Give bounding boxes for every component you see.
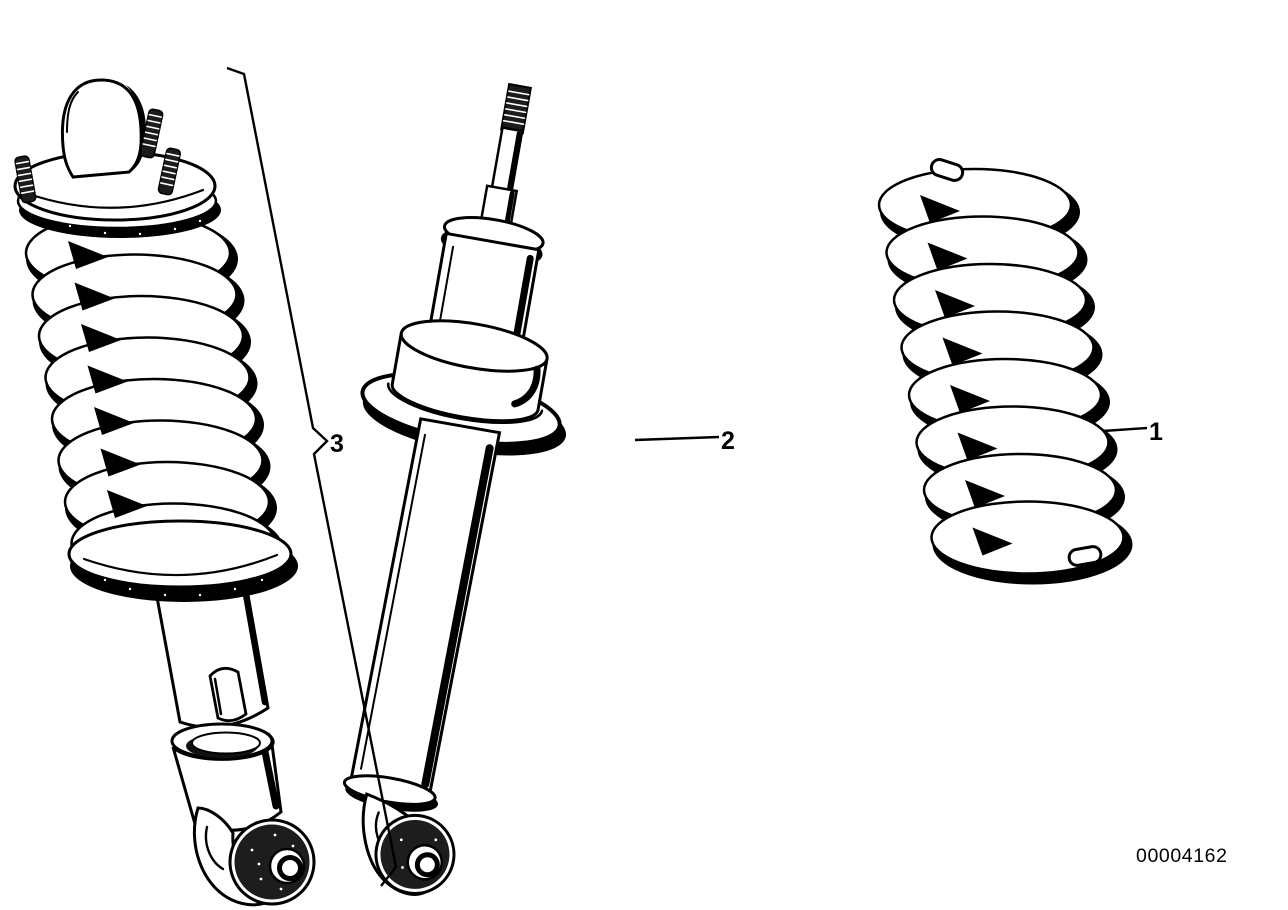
spring-strut-assembly: [13, 78, 316, 907]
spring-wire-end-top: [929, 158, 965, 182]
strut-upper-mount: [13, 78, 221, 238]
mount-stud-rear: [139, 108, 164, 159]
strut-eye-bushing: [193, 806, 316, 907]
mount-dome-buffer: [60, 78, 143, 179]
mount-stud-left: [14, 155, 37, 204]
strut-coil-spring: [24, 211, 284, 595]
shock-eye-bushing: [361, 792, 456, 896]
strut-damper-body: [150, 560, 270, 729]
callout-label-1[interactable]: 1: [1149, 418, 1163, 446]
callout-2-leader: [634, 435, 720, 442]
coil-shadow-wedges: [68, 241, 154, 560]
callout-3-bracket: [226, 66, 398, 887]
strut-lower-sleeve: [170, 722, 283, 832]
shock-absorber: [342, 82, 567, 896]
bushing-stipple-highlights: [250, 833, 295, 891]
callouts: 3 2 1: [226, 66, 1163, 887]
diagram-document-number: 00004162: [1136, 845, 1228, 867]
piston-rod-threaded-tip: [500, 82, 532, 135]
callout-label-2[interactable]: 2: [721, 427, 735, 455]
coil-spring: [877, 158, 1133, 585]
reservoir-drum: [387, 319, 549, 424]
damper-tube: [342, 417, 502, 812]
callout-label-3[interactable]: 3: [330, 430, 344, 458]
spring-wire-end-bottom: [1067, 545, 1103, 567]
strut-lower-spring-plate: [67, 519, 298, 602]
mount-stud-right: [157, 147, 182, 196]
callout-1-leader: [1102, 426, 1148, 433]
coil-shadow-wedges: [920, 195, 1013, 556]
